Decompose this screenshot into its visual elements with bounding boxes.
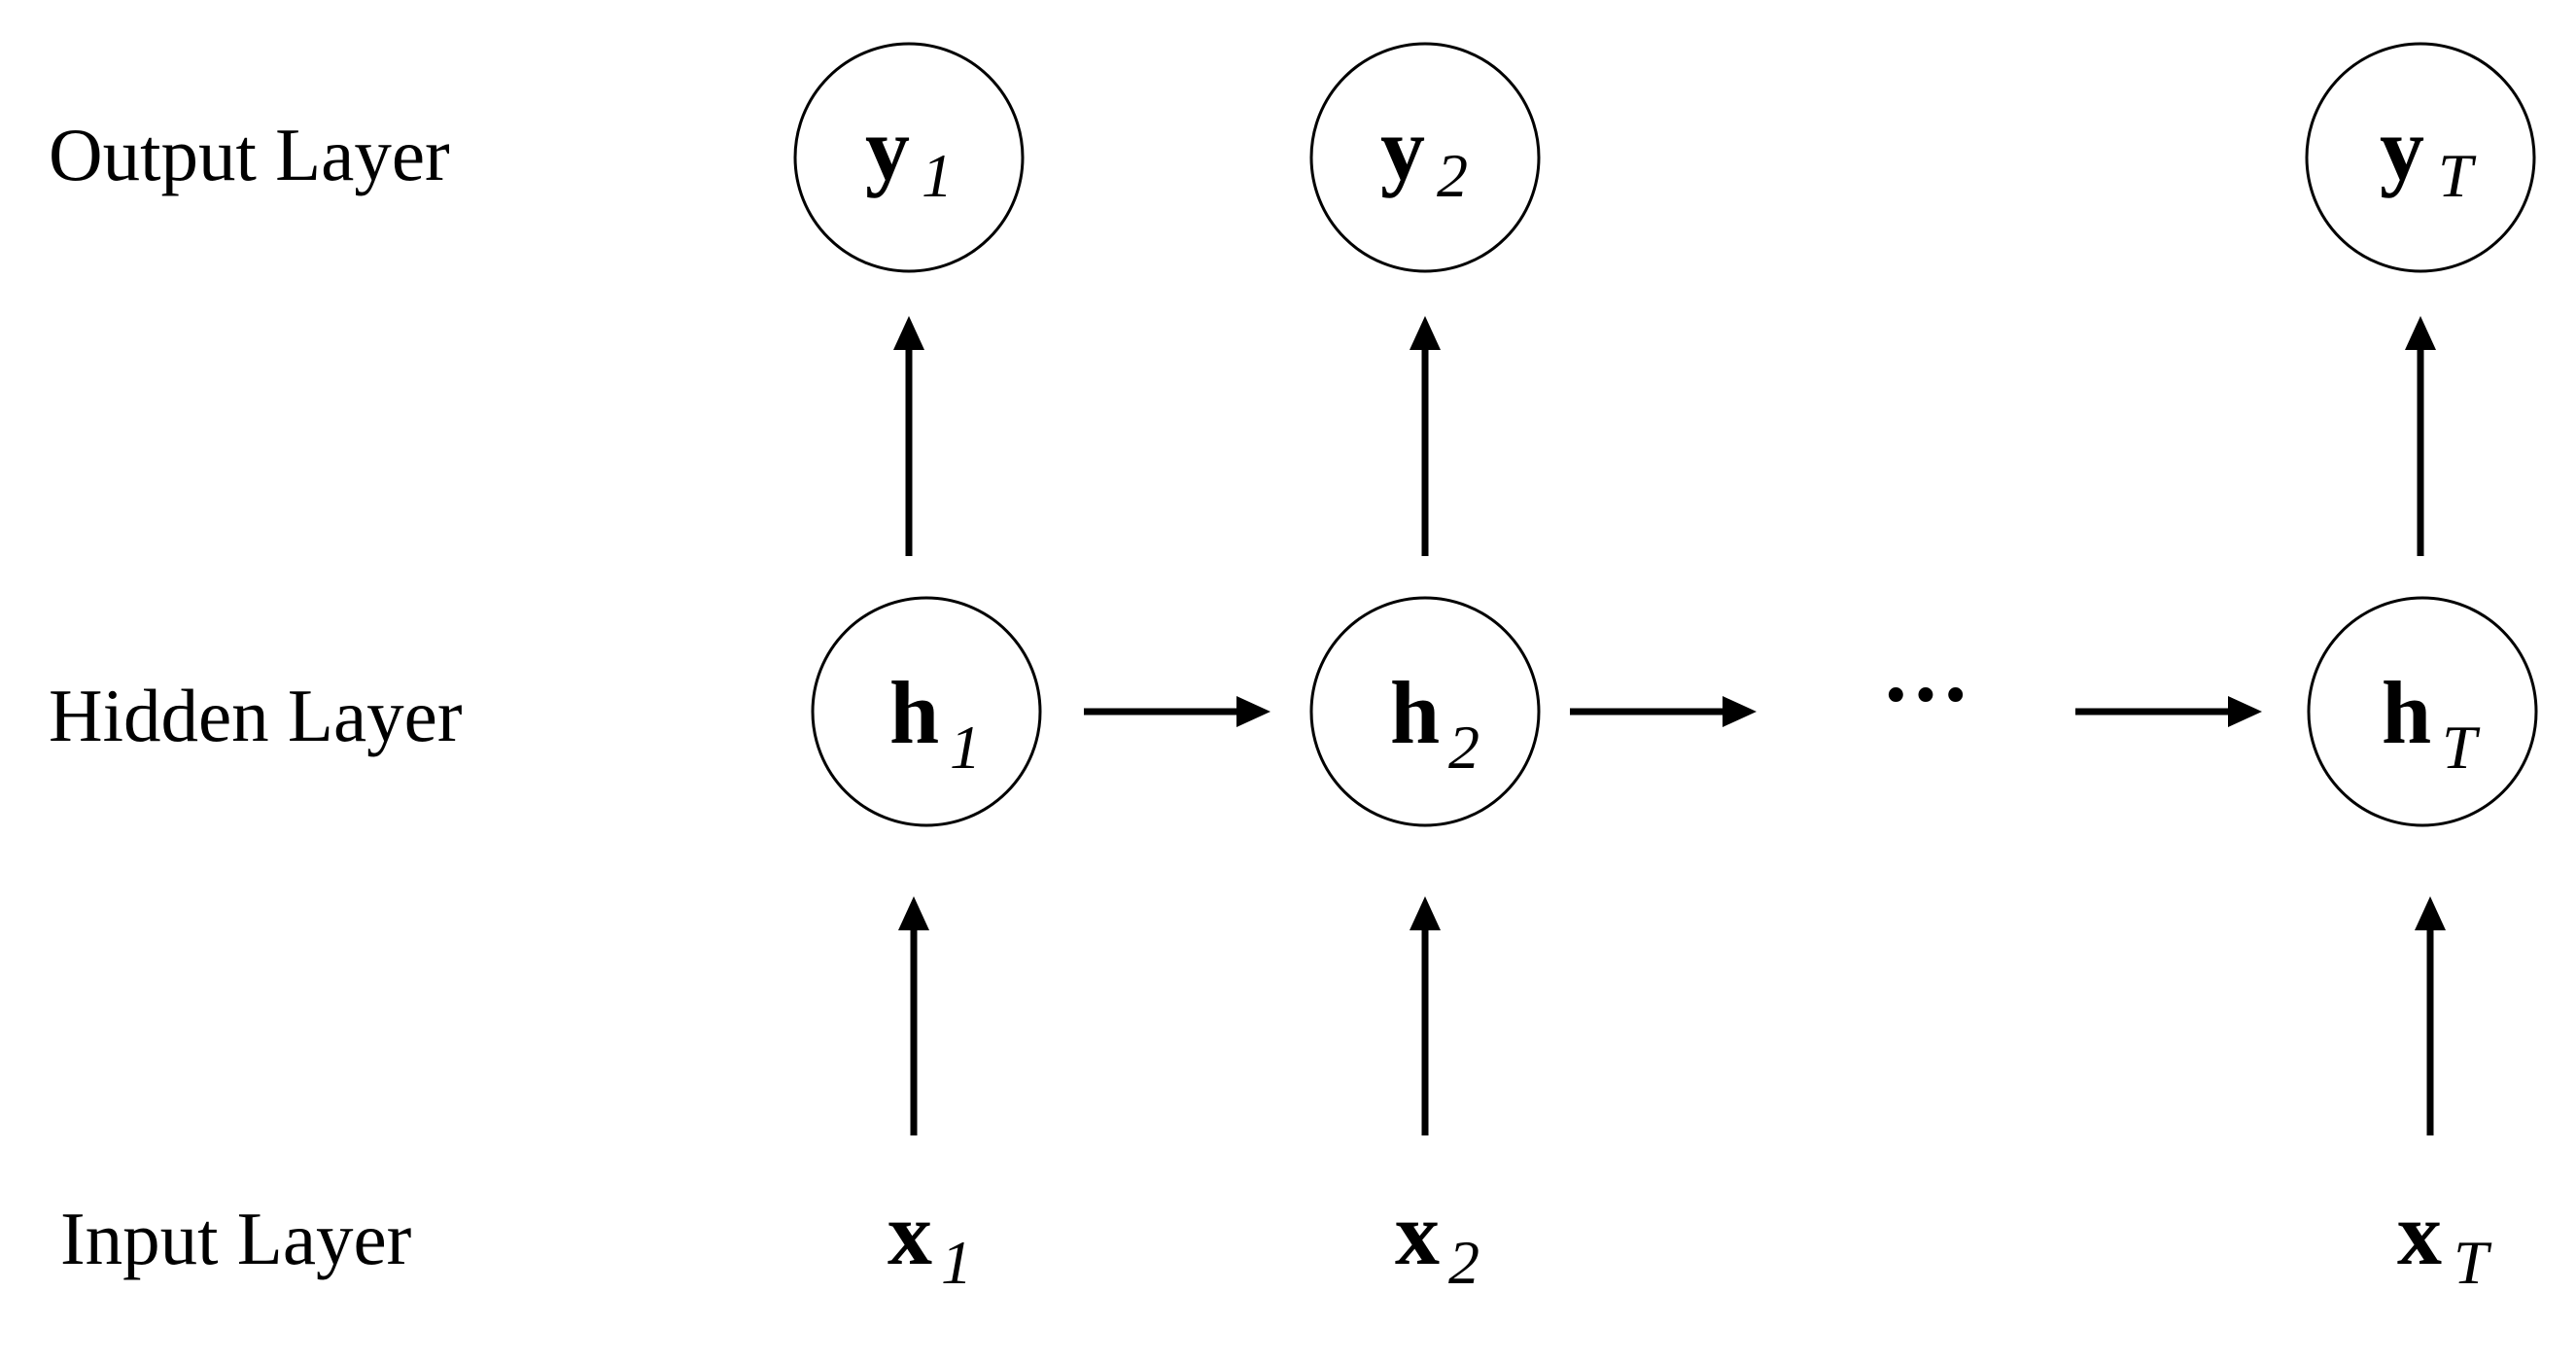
hidden-node-t-subscript: T xyxy=(2442,713,2481,782)
hidden-node-2-letter: h xyxy=(1390,663,1440,762)
arrow-inputt-to-hiddent xyxy=(2415,896,2446,1135)
hidden-node-1: h 1 xyxy=(811,596,1042,827)
arrow-hidden2-to-output2 xyxy=(1410,316,1441,556)
hidden-node-t: h T xyxy=(2307,596,2538,827)
input-layer-label: Input Layer xyxy=(60,1197,411,1280)
arrow-hidden1-to-output1 xyxy=(893,316,924,556)
input-node-2: x 2 xyxy=(1395,1184,1479,1297)
arrow-hidden1-to-hidden2 xyxy=(1084,696,1271,727)
arrow-hidden2-to-ellipsis xyxy=(1570,696,1757,727)
hidden-layer-label: Hidden Layer xyxy=(49,674,462,757)
arrow-hiddent-to-outputt xyxy=(2405,316,2436,556)
hidden-node-2: h 2 xyxy=(1309,596,1541,827)
output-node-2: y 2 xyxy=(1309,42,1541,273)
input-node-1: x 1 xyxy=(888,1184,972,1297)
output-node-t-letter: y xyxy=(2380,99,2424,198)
output-node-t-subscript: T xyxy=(2438,141,2477,210)
input-node-t: x T xyxy=(2397,1184,2492,1297)
output-layer-label: Output Layer xyxy=(49,113,450,196)
output-node-t: y T xyxy=(2305,42,2536,273)
output-node-2-letter: y xyxy=(1380,99,1425,198)
output-node-2-subscript: 2 xyxy=(1437,141,1468,210)
hidden-node-t-letter: h xyxy=(2382,663,2431,762)
hidden-node-2-subscript: 2 xyxy=(1448,713,1479,782)
hidden-node-1-letter: h xyxy=(889,663,939,762)
arrow-input2-to-hidden2 xyxy=(1410,896,1441,1135)
hidden-node-1-subscript: 1 xyxy=(950,713,981,782)
input-node-1-subscript: 1 xyxy=(941,1228,972,1297)
input-node-t-letter: x xyxy=(2397,1184,2442,1283)
arrow-ellipsis-to-hiddent xyxy=(2075,696,2262,727)
output-node-1-letter: y xyxy=(865,99,910,198)
input-node-2-subscript: 2 xyxy=(1448,1228,1479,1297)
input-node-t-subscript: T xyxy=(2454,1228,2492,1297)
arrow-input1-to-hidden1 xyxy=(898,896,929,1135)
input-node-1-letter: x xyxy=(888,1184,932,1283)
output-node-1: y 1 xyxy=(793,42,1025,273)
input-node-2-letter: x xyxy=(1395,1184,1440,1283)
output-node-1-subscript: 1 xyxy=(922,141,953,210)
ellipsis: ··· xyxy=(1881,645,1970,744)
